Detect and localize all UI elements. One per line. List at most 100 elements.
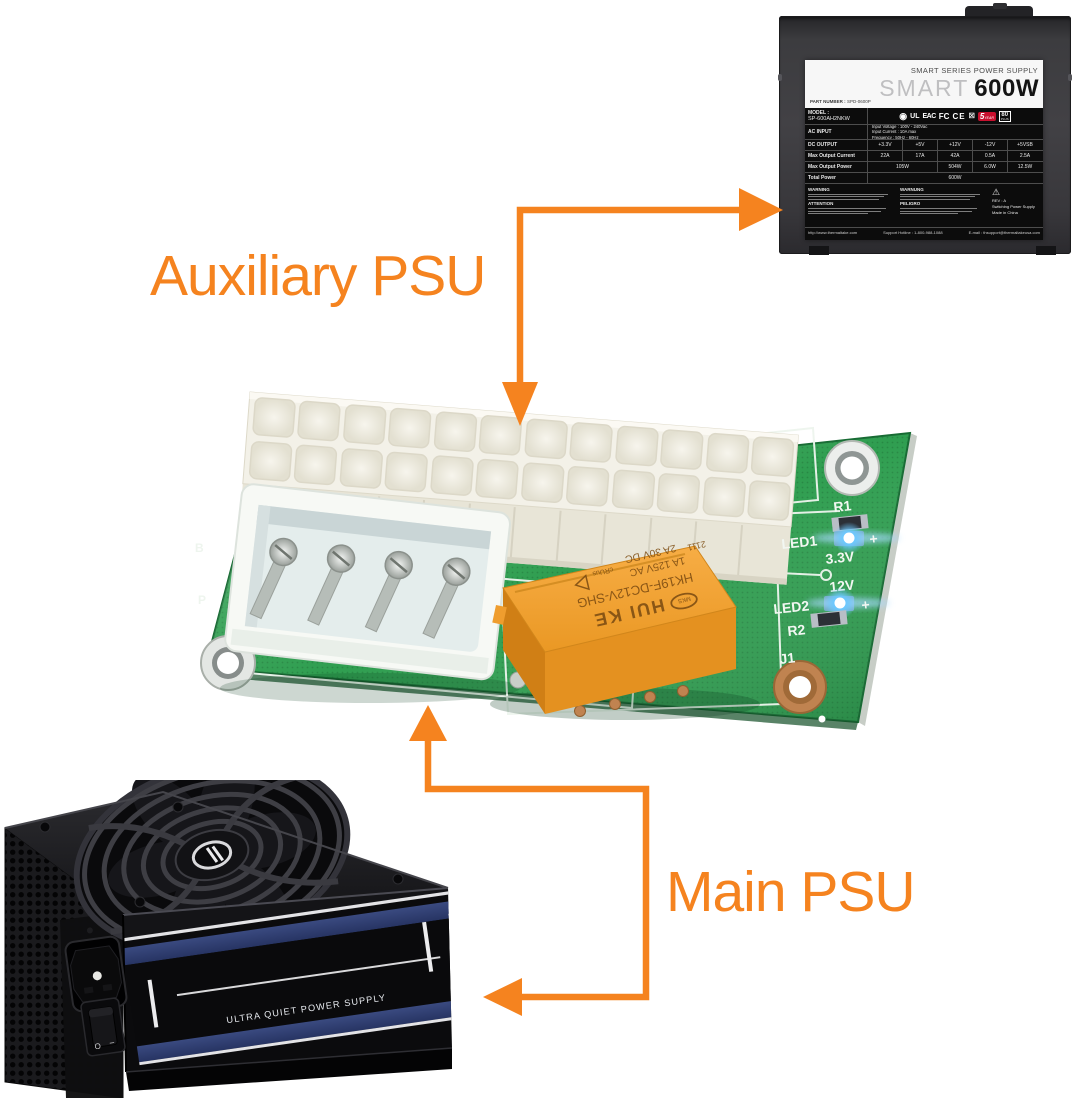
support-hotline: Support Hotline : 1-800-988-1088 [883, 229, 943, 235]
rev-text: REV : A [992, 198, 1007, 203]
shadow [220, 673, 520, 703]
support-email: E-mail : thsupport@thermaltakeusa.com [968, 229, 1040, 235]
max-power-value: 12.5W [1007, 162, 1042, 172]
atx-socket-row [252, 397, 795, 477]
max-power-value: 504W [937, 162, 972, 172]
warning-triangle-icon: ⚠ [992, 187, 1001, 197]
inlet-pin [92, 971, 102, 981]
arrowhead-right-to-aux-psu [739, 188, 783, 231]
part-number-label: PART NUMBER : [810, 99, 846, 104]
dc-col: -12V [972, 140, 1007, 150]
led2-plus: + [861, 596, 871, 613]
max-power-value: 6.0W [972, 162, 1007, 172]
relay-batch: 2111 [686, 539, 706, 553]
cooling-fan [73, 780, 351, 959]
dc-col: +5V [902, 140, 937, 150]
molex-connector [224, 483, 511, 681]
v33-label: 3.3V [825, 548, 856, 567]
auxiliary-psu-unit: SMART SERIES POWER SUPPLY SMART 600W PAR… [778, 3, 1072, 255]
dc-col: +5VSB [1007, 140, 1042, 150]
relay-logo: MKS [677, 595, 691, 604]
ul-icon: UL [910, 112, 920, 120]
ul-triangle-icon [574, 574, 590, 591]
peligro-heading: PELIGRO [900, 201, 921, 207]
dc-col: +12V [937, 140, 972, 150]
max-current-value: 2.5A [1007, 151, 1042, 161]
r2-label: R2 [787, 621, 807, 639]
tuv-icon: ◉ [899, 110, 908, 121]
case-foot-notch [809, 246, 829, 255]
fine-print-lines [808, 193, 888, 195]
max-power-label: Max Output Power [808, 164, 852, 170]
relay-ul-mark: cRUus [591, 565, 614, 577]
total-power-value: 600W [867, 173, 1042, 183]
svg-text:P: P [198, 593, 206, 607]
max-current-value: 42A [937, 151, 972, 161]
psu-top-knob [993, 3, 1007, 9]
aux-psu-spec-label: SMART SERIES POWER SUPPLY SMART 600W PAR… [805, 60, 1043, 240]
max-current-value: 17A [902, 151, 937, 161]
psu-bottom-lip [126, 1048, 452, 1091]
label-header: SMART SERIES POWER SUPPLY SMART 600W PAR… [805, 60, 1043, 108]
relay-tab [492, 604, 507, 625]
main-psu-unit: 1200W ULTRA QUIET POWER SUPPLY O − [4, 780, 453, 1098]
switch-off-mark: O [94, 1042, 101, 1052]
relay: MKS HUI KE HK19F-DC12V-SHG 1A 125V AC 2A… [492, 539, 737, 717]
total-power-label: Total Power [808, 175, 836, 181]
j1-label: J1 [779, 649, 796, 667]
max-current-value: 22A [867, 151, 902, 161]
fine-print-block: WARNING ATTENTION WARNUNG PELIGRO ⚠ [805, 183, 1043, 227]
arrow-aux [516, 206, 739, 385]
model-value: SP-600AH2NKW [808, 115, 850, 122]
molex-pins [249, 537, 471, 639]
max-current-label: Max Output Current [808, 153, 855, 159]
r1-label: R1 [833, 497, 853, 515]
wattage-text: 600W [974, 75, 1039, 102]
dc-col: +3.3V [867, 140, 902, 150]
origin-text: Made in China [992, 210, 1018, 215]
fcc-icon: FC [938, 111, 950, 121]
ac-inlet [64, 927, 128, 1021]
brand-text: SMART [879, 75, 970, 101]
resistor-r2 [810, 610, 848, 628]
indicator-area: R1 LED1 + 3.3V 12V LED2 + R2 [773, 497, 900, 639]
dual-psu-adapter-board: B P PATX- J1 [195, 391, 917, 730]
power-switch: O − [80, 997, 126, 1057]
ac-input-label: AC INPUT [808, 129, 832, 135]
led1-plus: + [869, 530, 879, 547]
ac-frequency: Frequency : 50Hz - 60Hz [872, 134, 919, 139]
ac-current: Input Current : 10A max [872, 129, 917, 135]
eac-icon: EAC [922, 112, 937, 120]
arrowhead-left-to-main-psu [483, 978, 522, 1016]
warning-heading: WARNING [808, 187, 830, 192]
weee-icon: ☒ [968, 113, 975, 120]
max-power-value: 105W [867, 162, 937, 172]
switch-on-mark: − [109, 1038, 116, 1049]
case-foot-notch [1036, 246, 1056, 255]
silkscreen-letters: B P [195, 541, 206, 607]
arrow-aux-path [516, 206, 739, 385]
warnung-heading: WARNUNG [900, 187, 924, 192]
led1-label: LED1 [781, 532, 818, 552]
case-screw [778, 74, 782, 81]
led2-label: LED2 [773, 597, 810, 617]
maker-text: Switching Power Supply [992, 204, 1035, 209]
psu-top-switch-bump [965, 6, 1033, 19]
part-number-value: SPD-0600P [846, 99, 871, 104]
psu-front-face: 1200W ULTRA QUIET POWER SUPPLY [123, 888, 452, 1072]
main-psu-label: Main PSU [666, 860, 916, 924]
ce-icon: CE [952, 111, 966, 121]
pinstripe [176, 956, 441, 997]
ac-voltage: Input Voltage : 100V - 240Vac [872, 125, 928, 130]
mounting-hole-top-right [824, 440, 880, 496]
mounting-hole-bottom-left [200, 635, 256, 691]
support-url: http://www.thermaltake.com [808, 229, 858, 235]
series-title: SMART SERIES POWER SUPPLY [910, 66, 1038, 75]
case-screw [1068, 74, 1072, 81]
max-current-value: 0.5A [972, 151, 1007, 161]
svg-text:B: B [195, 541, 204, 555]
auxiliary-psu-label: Auxiliary PSU [150, 244, 486, 308]
